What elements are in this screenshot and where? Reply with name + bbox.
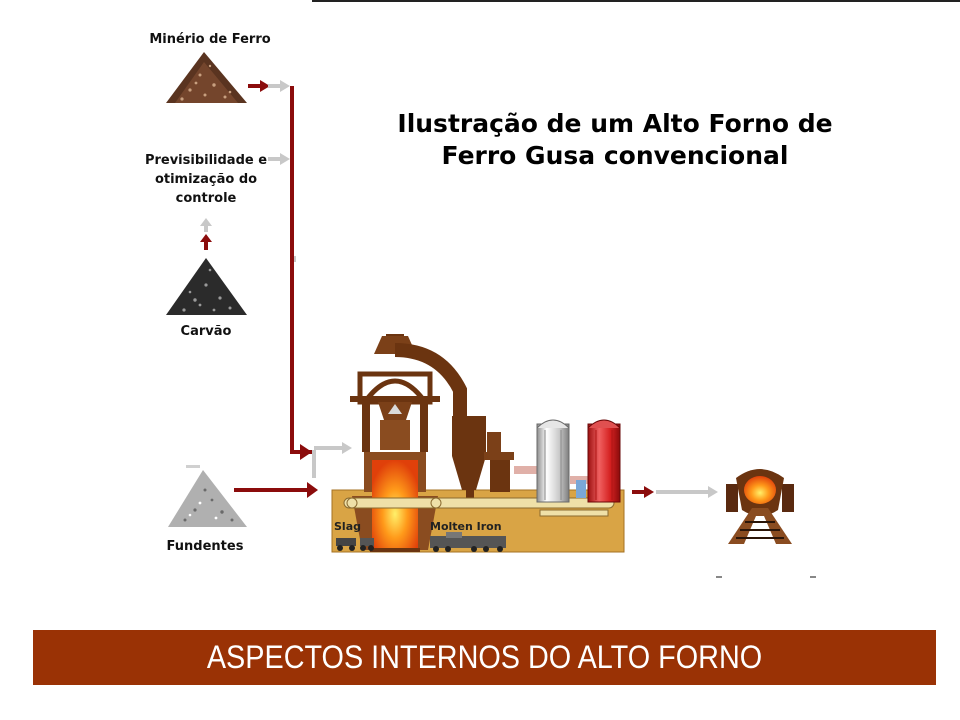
slag-label: Slag — [334, 520, 361, 533]
iron-ore-pile-icon — [166, 52, 247, 103]
ore-arrow-icon — [248, 80, 290, 92]
ladle-icon — [716, 469, 816, 578]
diagram-title: Ilustração de um Alto Forno de Ferro Gus… — [397, 109, 833, 170]
control-arrow-icon — [268, 153, 290, 165]
coal-up-arrow-icon — [200, 218, 212, 250]
fluxes-arrow-icon — [234, 482, 318, 498]
iron-cars-icon — [430, 532, 506, 552]
banner-text: ASPECTOS INTERNOS DO ALTO FORNO — [206, 639, 763, 675]
slag-cars-icon — [336, 538, 374, 551]
control-label: Previsibilidade e otimização do controle — [144, 153, 268, 206]
footer-banner: ASPECTOS INTERNOS DO ALTO FORNO — [33, 630, 936, 685]
output-arrow-icon — [632, 486, 718, 498]
conveyor-line — [290, 86, 352, 478]
top-rule — [312, 0, 960, 2]
fluxes-pile-icon — [168, 465, 247, 527]
iron-ore-label: Minério de Ferro — [149, 32, 271, 47]
coal-pile-icon — [166, 258, 247, 315]
fluxes-label: Fundentes — [166, 539, 244, 554]
gas-pipe — [514, 466, 540, 474]
gray-stove-icon — [536, 419, 570, 503]
molten-iron-label: Molten Iron — [430, 520, 502, 533]
coal-label: Carvão — [180, 324, 232, 339]
blue-pipe — [576, 480, 586, 498]
red-stove-icon — [587, 419, 621, 503]
